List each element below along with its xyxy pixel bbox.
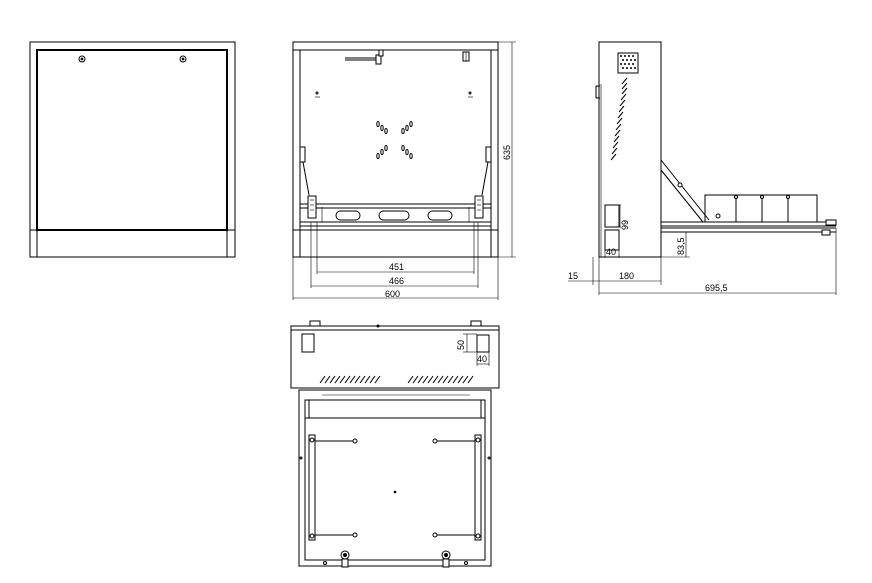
top-vent-slots <box>319 375 474 384</box>
side-dimensions: 99 40 83,5 15 180 695,5 <box>568 204 837 295</box>
dim-635: 635 <box>502 145 512 160</box>
top-dimensions: 50 40 <box>456 333 490 366</box>
front-view-closed <box>29 41 236 258</box>
front-dimensions: 635 451 466 600 <box>292 41 516 300</box>
dim-180: 180 <box>619 271 634 281</box>
vesa-mount-holes <box>376 121 413 159</box>
dim-50: 50 <box>456 340 466 350</box>
top-view <box>290 320 500 568</box>
dim-466: 466 <box>389 276 404 286</box>
dim-40-side: 40 <box>606 247 616 257</box>
dim-695-5: 695,5 <box>705 283 728 293</box>
dim-451: 451 <box>389 262 404 272</box>
side-vent-grid <box>617 52 639 74</box>
side-view <box>595 41 837 258</box>
dim-600: 600 <box>385 289 400 299</box>
dim-40-top: 40 <box>477 354 487 364</box>
front-view-open <box>292 41 499 258</box>
side-vent-slots <box>610 77 628 161</box>
dim-83-5: 83,5 <box>676 237 686 255</box>
dim-15: 15 <box>568 271 578 281</box>
dim-99: 99 <box>620 220 630 230</box>
